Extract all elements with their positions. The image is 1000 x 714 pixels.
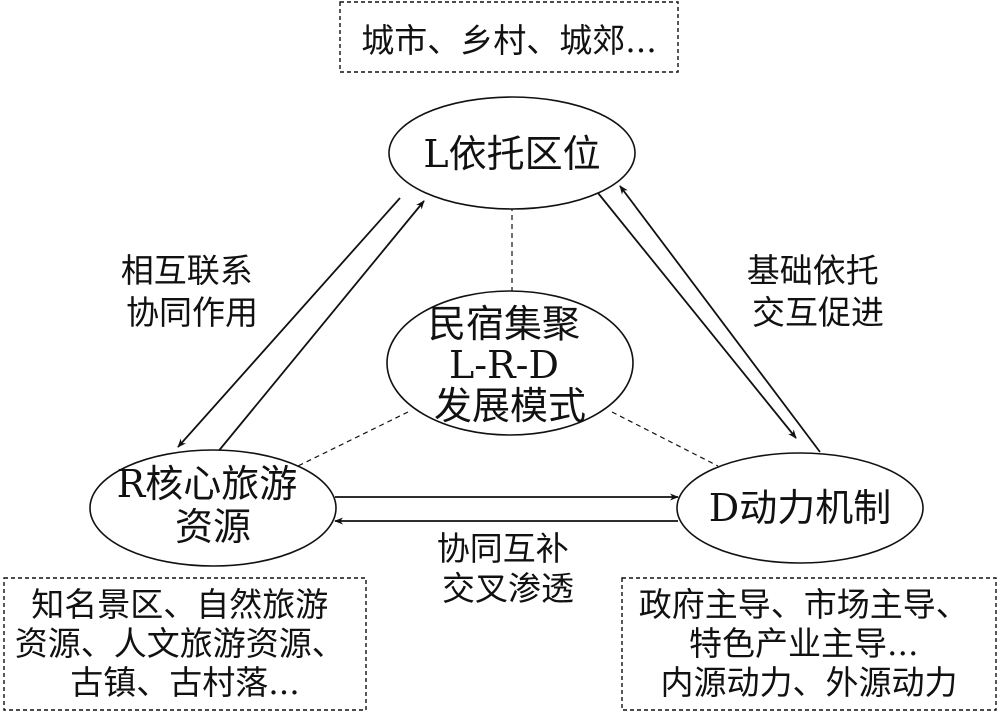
edge-label-bottom-line-2: 交叉渗透 [442, 569, 574, 608]
edge-label-bottom-line-1: 协同互补 [437, 529, 569, 568]
edge-label-left: 相互联系 协同作用 [121, 251, 264, 332]
annotation-left: 知名景区、自然旅游 资源、人文旅游资源、 古镇、古村落... [3, 577, 367, 711]
edge-label-right-line-1: 基础依托 [747, 251, 879, 290]
svg-text:R核心旅游 资源: R核心旅游 资源 [117, 462, 310, 549]
annotation-left-line-1: 知名景区、自然旅游 [31, 585, 328, 624]
arrow-left-to-top [211, 200, 425, 460]
node-location-ellipse [388, 96, 636, 210]
arrow-right-to-top [619, 185, 821, 453]
node-resources-ellipse [89, 449, 337, 567]
arrow-top-to-right [597, 192, 797, 439]
node-dynamics: D动力机制 [676, 452, 924, 564]
svg-text:政府主导、市场主导、 特色产业主导...: 政府主导、市场主导、 特色产业主导... 内源动力、外源动力 [639, 585, 980, 702]
edge-label-left-line-2: 协同作用 [126, 293, 258, 332]
node-dynamics-label: D动力机制 [709, 486, 891, 530]
node-center-line-2: L-R-D [449, 343, 559, 387]
annotation-left-line-3: 古镇、古村落... [70, 663, 299, 702]
svg-text:知名景区、自然旅游 资源、人文旅游资源、: 知名景区、自然旅游 资源、人文旅游资源、 古镇、古村落... [15, 585, 356, 702]
node-center: 民宿集聚 L-R-D 发展模式 [386, 290, 634, 436]
svg-text:D动力机制: D动力机制 [709, 486, 891, 530]
connector-center-right [611, 411, 719, 467]
annotation-right-line-1: 政府主导、市场主导、 [639, 585, 969, 624]
node-location: L依托区位 [388, 96, 636, 210]
annotation-left-box [3, 577, 367, 711]
svg-text:城市、乡村、城郊...: 城市、乡村、城郊... [361, 21, 656, 60]
annotation-left-line-2: 资源、人文旅游资源、 [15, 624, 345, 663]
node-center-line-3: 发展模式 [434, 384, 586, 428]
edge-label-right: 基础依托 交互促进 [747, 251, 890, 332]
arrow-top-to-left [177, 197, 401, 448]
annotation-right-line-3: 内源动力、外源动力 [661, 663, 958, 702]
node-dynamics-ellipse [676, 452, 924, 564]
node-center-ellipse [386, 290, 634, 436]
svg-text:L依托区位: L依托区位 [423, 132, 600, 176]
node-resources-line-1: R核心旅游 [117, 462, 298, 506]
annotation-right-box [621, 577, 997, 711]
edge-label-right-line-2: 交互促进 [752, 293, 884, 332]
annotation-right: 政府主导、市场主导、 特色产业主导... 内源动力、外源动力 [621, 577, 997, 711]
edge-label-left-line-1: 相互联系 [121, 251, 253, 290]
annotation-top: 城市、乡村、城郊... [339, 1, 679, 73]
connector-center-left [297, 411, 409, 467]
annotation-right-line-2: 特色产业主导... [689, 624, 918, 663]
svg-text:民宿集聚 L-R-D 发展模式: 民宿集聚 L-R-D 发展模式 [428, 302, 592, 428]
edge-label-bottom: 协同互补 交叉渗透 [437, 529, 580, 608]
node-resources-line-2: 资源 [175, 505, 251, 549]
node-center-line-1: 民宿集聚 [428, 302, 580, 346]
annotation-top-line-1: 城市、乡村、城郊... [361, 21, 656, 60]
annotation-top-box [339, 1, 679, 73]
node-resources: R核心旅游 资源 [89, 449, 337, 567]
node-location-label: L依托区位 [423, 132, 600, 176]
